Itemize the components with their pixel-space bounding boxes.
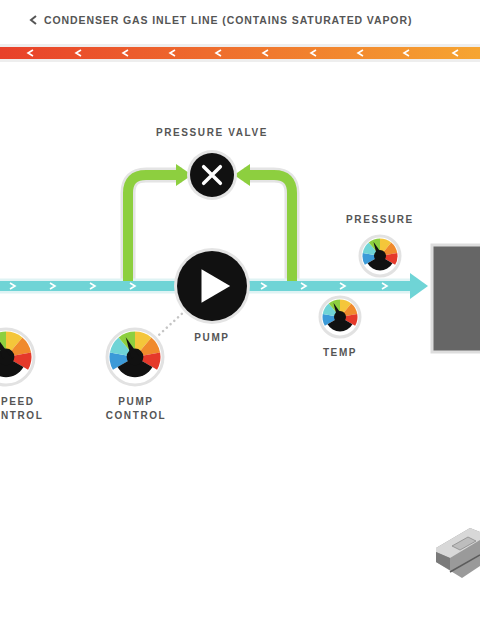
pump-body xyxy=(177,251,247,321)
flow-chevron xyxy=(90,283,95,289)
pump-play-icon xyxy=(202,269,231,303)
flow-chevron xyxy=(404,50,409,56)
device-body xyxy=(436,528,480,578)
gauge-needle xyxy=(126,337,139,358)
pipe-arrowhead xyxy=(410,273,428,299)
gauge-node: PEED NTROL xyxy=(0,325,51,423)
flow-chevron xyxy=(130,283,135,289)
gauge-face xyxy=(320,297,360,337)
heading-wrap: CONDENSER GAS INLET LINE (CONTAINS SATUR… xyxy=(44,13,412,27)
valve-x-icon xyxy=(204,167,221,184)
gauge-node: PRESSURE xyxy=(346,213,414,280)
node-label: PUMP CONTROL xyxy=(96,395,176,423)
flow-chevron xyxy=(50,283,55,289)
flow-chevron xyxy=(453,50,458,56)
line-heading: CONDENSER GAS INLET LINE (CONTAINS SATUR… xyxy=(44,13,412,27)
heading-chevron xyxy=(31,16,36,24)
node-label: PRESSURE xyxy=(346,213,414,227)
valve-halo xyxy=(187,150,237,200)
gauge-needle xyxy=(333,303,342,318)
flow-chevron xyxy=(340,283,345,289)
gauge-shape xyxy=(0,325,38,389)
condenser-block xyxy=(432,245,480,352)
flow-chevrons xyxy=(28,50,458,56)
node-label: TEMP xyxy=(323,346,358,360)
gas-line-halo xyxy=(0,44,480,62)
control-leader xyxy=(159,314,182,335)
bypass-halo xyxy=(128,175,182,283)
gauge-shape xyxy=(316,293,364,341)
flow-chevron xyxy=(301,283,306,289)
device-illustration xyxy=(436,528,480,578)
node-label: PRESSURE VALVE xyxy=(156,126,269,140)
gauge-shape xyxy=(356,232,404,280)
pump-shape xyxy=(173,247,251,325)
bypass-pipe xyxy=(128,175,178,286)
flow-chevron xyxy=(10,283,15,289)
gauge-face xyxy=(0,329,34,385)
flow-chevron xyxy=(170,50,175,56)
device-edge xyxy=(450,555,480,572)
valve-shape xyxy=(186,149,238,201)
device-plate xyxy=(452,537,476,550)
flow-chevron xyxy=(382,283,387,289)
pump-halo xyxy=(174,248,250,324)
device-side xyxy=(436,552,450,570)
valve-body xyxy=(190,153,234,197)
gauge-needle xyxy=(373,242,382,257)
gauge-needle xyxy=(0,337,10,358)
flow-chevron xyxy=(123,50,128,56)
flow-chevron xyxy=(261,283,266,289)
flow-chevron xyxy=(311,50,316,56)
flow-chevron xyxy=(28,50,33,56)
pump-node: PUMP xyxy=(173,247,251,345)
flow-chevron xyxy=(76,50,81,56)
device-top xyxy=(436,528,480,558)
flow-chevron xyxy=(263,50,268,56)
gauge-node: PUMP CONTROL xyxy=(96,325,176,423)
flow-chevron xyxy=(358,50,363,56)
valve-node: PRESSURE VALVE xyxy=(156,126,269,201)
bypass-pipe xyxy=(248,175,292,286)
gauge-shape xyxy=(103,325,167,389)
gauge-face xyxy=(107,329,163,385)
flow-chevron xyxy=(216,50,221,56)
gauge-face xyxy=(360,236,400,276)
node-label: PUMP xyxy=(194,331,230,345)
node-label: PEED NTROL xyxy=(1,395,51,423)
bypass-halo xyxy=(244,175,292,283)
gauge-node: TEMP xyxy=(316,293,364,360)
gas-line-pipe xyxy=(0,47,480,59)
